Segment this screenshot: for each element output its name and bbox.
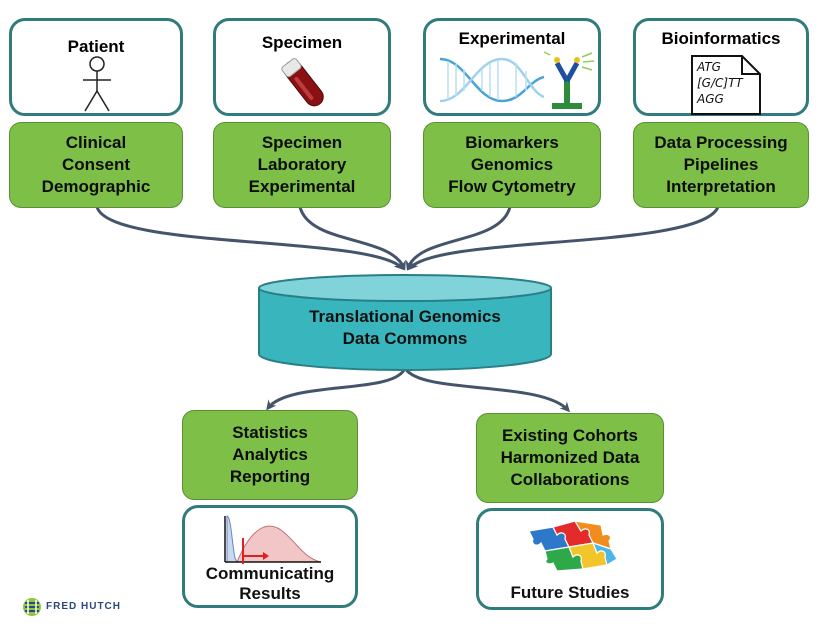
results-line-2: Results: [239, 584, 301, 603]
database-label: Translational Genomics Data Commons: [260, 306, 550, 350]
specimen-title: Specimen: [261, 33, 343, 52]
statistics-box: Statistics Analytics Reporting: [182, 410, 358, 500]
patient-title: Patient: [67, 37, 125, 56]
specimen-line-3: Experimental: [248, 177, 356, 196]
patient-line-2: Consent: [62, 155, 130, 174]
experimental-line-2: Genomics: [470, 155, 554, 174]
patient-box: Patient: [9, 18, 183, 116]
experimental-box: Experimental: [423, 18, 601, 116]
specimen-line-2: Laboratory: [257, 155, 347, 174]
statistics-line-2: Analytics: [232, 445, 308, 464]
bioinformatics-box: Bioinformatics ATG [G/C]TT AGG: [633, 18, 809, 116]
experimental-title: Experimental: [458, 29, 566, 48]
database-line-1: Translational Genomics: [309, 307, 501, 326]
puzzle-icon: [528, 520, 618, 572]
cohorts-line-3: Collaborations: [510, 470, 630, 489]
arrow-to-cohorts: [403, 367, 571, 413]
bioinformatics-line-1: Data Processing: [654, 133, 788, 152]
bioinformatics-line-3: Interpretation: [666, 177, 776, 196]
code-line-3: AGG: [697, 92, 724, 106]
arrow-patient: [95, 206, 405, 271]
results-line-1: Communicating: [205, 564, 335, 583]
experimental-line-1: Biomarkers: [465, 133, 559, 152]
patient-data-box: Clinical Consent Demographic: [9, 122, 183, 208]
database-line-2: Data Commons: [342, 329, 468, 348]
bioinformatics-line-2: Pipelines: [683, 155, 759, 174]
cohorts-line-1: Existing Cohorts: [501, 426, 638, 445]
communicating-results-label: Communicating Results: [185, 564, 355, 604]
communicating-results-box: Communicating Results: [182, 505, 358, 608]
statistics-line-3: Reporting: [229, 467, 311, 486]
specimen-box: Specimen: [213, 18, 391, 116]
experimental-line-3: Flow Cytometry: [448, 177, 576, 196]
stick-figure-icon: [83, 56, 111, 112]
document-icon: [691, 55, 761, 115]
experimental-data-box: Biomarkers Genomics Flow Cytometry: [423, 122, 601, 208]
statistics-line-1: Statistics: [232, 423, 308, 442]
patient-line-3: Demographic: [41, 177, 151, 196]
fred-hutch-logo-text: FRED HUTCH: [46, 601, 121, 612]
fred-hutch-logo-icon: [23, 598, 41, 616]
arrow-bioinformatics: [407, 206, 720, 271]
specimen-data-box: Specimen Laboratory Experimental: [213, 122, 391, 208]
distribution-chart-icon: [224, 515, 322, 564]
test-tube-icon: [281, 58, 324, 107]
database-cylinder: [258, 274, 552, 371]
code-line-2: [G/C]TT: [697, 76, 743, 90]
cohorts-box: Existing Cohorts Harmonized Data Collabo…: [476, 413, 664, 503]
specimen-line-1: Specimen: [261, 133, 343, 152]
bioinformatics-data-box: Data Processing Pipelines Interpretation: [633, 122, 809, 208]
future-studies-box: Future Studies: [476, 508, 664, 610]
patient-line-1: Clinical: [65, 133, 127, 152]
bioinformatics-title: Bioinformatics: [661, 29, 781, 48]
future-studies-label: Future Studies: [510, 583, 630, 602]
arrow-experimental: [405, 206, 512, 271]
dna-antibody-icon: [439, 51, 595, 109]
arrow-to-statistics: [266, 367, 407, 411]
cohorts-line-2: Harmonized Data: [500, 448, 640, 467]
arrow-specimen: [298, 206, 406, 271]
code-line-1: ATG: [697, 60, 721, 74]
